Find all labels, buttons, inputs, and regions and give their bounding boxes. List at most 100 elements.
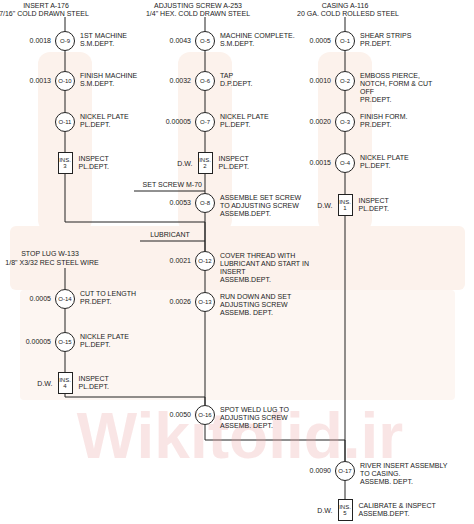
operation-circle: 0.0043O-5MACHINE COMPLETE.S.M.DEPT. (195, 31, 215, 51)
step-number: O-7 (195, 112, 215, 132)
material-feed-line (134, 191, 205, 192)
step-description: SPOT WELD LUG TO ADJUSTING SCREWASSEMB. … (220, 406, 300, 430)
flow-line (65, 51, 66, 71)
operation-text: CALIBRATE & INSPECT (359, 502, 469, 510)
operation-circle: 0.0021O-12COVER THREAD WITH LUBRICANT AN… (195, 251, 215, 271)
step-number: O-6 (195, 71, 215, 91)
department-name: PL.DEPT. (360, 162, 470, 170)
material-leader (205, 17, 206, 31)
operation-circle-shape (196, 406, 215, 425)
flow-line (65, 91, 66, 112)
inspector-code: D.W. (37, 380, 52, 388)
operation-circle: O-11NICKEL PLATEPL.DEPT. (55, 112, 75, 132)
time-value: 0.0043 (170, 37, 191, 45)
material-name: ADJUSTING SCREW A-253 (154, 2, 242, 10)
inspection-box: INS. 3INSPECTPL.DEPT. (58, 152, 73, 174)
time-value: 0.0015 (310, 159, 331, 167)
time-value: 0.0018 (30, 37, 51, 45)
step-number: O-9 (55, 31, 75, 51)
step-description: INSPECTPL.DEPT. (79, 155, 189, 171)
step-number: O-14 (55, 289, 75, 309)
material-leaders (65, 17, 345, 289)
operation-text: NICKLE PLATE (80, 333, 190, 341)
operation-text: EMBOSS PIERCE, NOTCH, FORM & CUT OFF (360, 72, 448, 96)
material-spec: 20 GA. COLD ROLLESD STEEL (297, 10, 399, 18)
flow-line (65, 174, 205, 251)
time-value: 0.0005 (30, 295, 51, 303)
operation-circle: 0.0090O-17RIVER INSERT ASSEMBLY TO CASIN… (335, 461, 355, 481)
step-number: O-10 (55, 71, 75, 91)
step-number: O-5 (195, 31, 215, 51)
operation-text: INSPECT (359, 197, 469, 205)
step-number: O-3 (335, 112, 355, 132)
operation-circle: 0.0010O-2EMBOSS PIERCE, NOTCH, FORM & CU… (335, 71, 355, 91)
department-name: PR.DEPT. (80, 298, 190, 306)
operation-circle-shape (56, 32, 75, 51)
flow-line (205, 174, 206, 193)
department-name: ASSEMB.DEPT. (359, 510, 469, 518)
flow-line (205, 132, 206, 152)
flow-line (205, 213, 206, 251)
flow-line (345, 481, 346, 499)
inspection-box: D.W.INS. 4INSPECTPL.DEPT. (58, 372, 73, 394)
time-value: 0.0010 (310, 77, 331, 85)
step-number: INS. 2 (199, 153, 212, 173)
flow-line (345, 91, 346, 112)
department-name: ASSEMB.DEPT. (220, 276, 310, 284)
operation-text: SPOT WELD LUG TO ADJUSTING SCREW (220, 406, 300, 422)
time-value: 0.00005 (26, 338, 51, 346)
step-description: NICKLE PLATEPL.DEPT. (80, 333, 190, 349)
step-number: O-4 (335, 153, 355, 173)
operation-text: COVER THREAD WITH LUBRICANT AND START IN… (220, 252, 310, 276)
department-name: PR.DEPT. (360, 40, 470, 48)
operation-circle-shape (336, 72, 355, 91)
operation-circle: 0.0050O-16SPOT WELD LUG TO ADJUSTING SCR… (195, 405, 215, 425)
operation-text: FINISH FORM. (360, 113, 470, 121)
step-number: INS. 3 (59, 153, 72, 173)
department-name: PL.DEPT. (79, 383, 189, 391)
flow-line (345, 51, 346, 71)
operation-circle-shape (56, 113, 75, 132)
background-shapes (10, 52, 465, 400)
material-name: STOP LUG W-133 (21, 250, 79, 258)
department-name: ASSEMB. DEPT. (220, 422, 300, 430)
operation-circle-shape (196, 252, 215, 271)
step-number: O-16 (195, 405, 215, 425)
operation-circle: 0.00005O-15NICKLE PLATEPL.DEPT. (55, 332, 75, 352)
operation-circle-shape (56, 333, 75, 352)
inspection-box: D.W.INS. 1INSPECTPL.DEPT. (338, 194, 353, 216)
time-value: 0.0013 (30, 77, 51, 85)
operation-circle-shape (56, 290, 75, 309)
material-leader (65, 17, 66, 31)
operation-circle-shape (56, 72, 75, 91)
department-name: ASSEMB. DEPT. (360, 478, 458, 486)
department-name: PL.DEPT. (359, 205, 469, 213)
flow-line (205, 51, 206, 71)
operation-circle: 0.0053O-8ASSEMBLE SET SCREW TO ADJUSTING… (195, 193, 215, 213)
material-leader (345, 17, 346, 31)
operation-circle: 0.0005O-14CUT TO LENGTHPR.DEPT. (55, 289, 75, 309)
inspection-box: D.W.INS. 2INSPECTPL.DEPT. (198, 152, 213, 174)
operation-circle: 0.0018O-91ST MACHINES.M.DEPT. (55, 31, 75, 51)
material-name: SET SCREW M-70 (143, 181, 202, 189)
watermark: Wikitolid.ir (77, 404, 404, 468)
inspector-code: D.W. (317, 202, 332, 210)
flow-line (345, 173, 346, 194)
material-name: CASING A-116 (322, 2, 369, 10)
step-number: O-8 (195, 193, 215, 213)
time-value: 0.0050 (170, 411, 191, 419)
step-description: EMBOSS PIERCE, NOTCH, FORM & CUT OFFPR.D… (360, 72, 448, 104)
flow-line (65, 132, 66, 152)
material-spec: 7/16" COLD DRAWN STEEL (0, 10, 89, 18)
step-number: O-12 (195, 251, 215, 271)
operation-circle: 0.0005O-1SHEAR STRIPSPR.DEPT. (335, 31, 355, 51)
step-description: ASSEMBLE SET SCREW TO ADJUSTING SCREWASS… (220, 194, 306, 218)
inspection-box: D.W.INS. 5CALIBRATE & INSPECTASSEMB.DEPT… (338, 499, 353, 521)
operation-circle-shape (336, 32, 355, 51)
step-description: CUT TO LENGTHPR.DEPT. (80, 290, 190, 306)
department-name: ASSEMB.DEPT. (220, 210, 306, 218)
time-value: 0.0053 (170, 199, 191, 207)
flow-line (205, 91, 206, 112)
operation-circle: 0.0026O-13RUN DOWN AND SET ADJUSTING SCR… (195, 292, 215, 312)
time-value: 0.0090 (310, 467, 331, 475)
